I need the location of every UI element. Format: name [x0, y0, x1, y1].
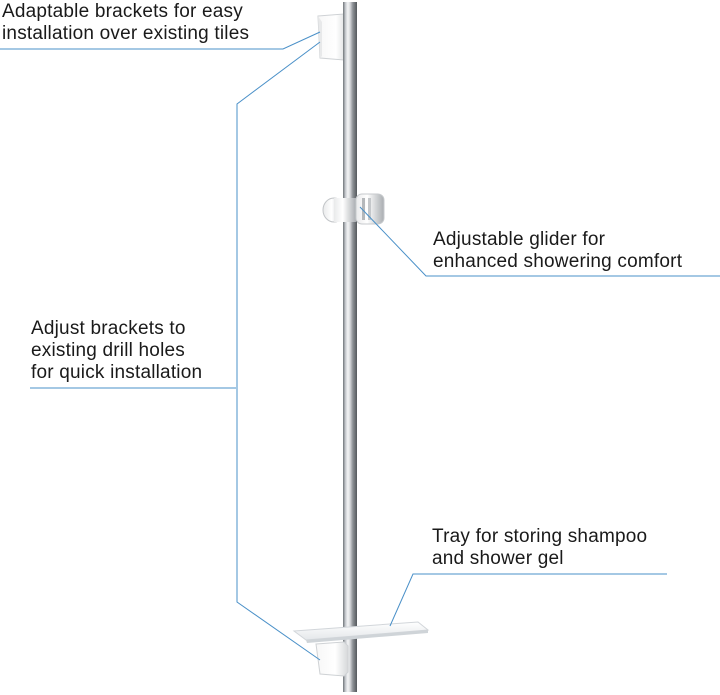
callout-adjustable-glider: Adjustable glider for enhanced showering…: [433, 229, 682, 273]
leader-line-tray: [389, 573, 667, 627]
callout-line: for quick installation: [31, 362, 203, 383]
bottom-bracket: [315, 641, 349, 677]
leader-line-brackets-tiles: [0, 31, 321, 50]
leader-line-glider: [359, 206, 720, 277]
leader-line-drill-holes-bracket: [236, 41, 321, 661]
callout-line: existing drill holes: [31, 340, 185, 361]
callout-line: Tray for storing shampoo: [432, 526, 648, 547]
callout-line: installation over existing tiles: [2, 23, 250, 44]
callout-line: Adjustable glider for: [433, 229, 606, 250]
callout-line: Adjust brackets to: [31, 318, 186, 339]
adjustable-glider[interactable]: [322, 193, 385, 225]
callout-drill-holes: Adjust brackets to existing drill holes …: [31, 318, 202, 384]
callout-adaptable-brackets: Adaptable brackets for easy installation…: [2, 1, 249, 45]
callout-line: and shower gel: [432, 548, 564, 569]
shower-tray: [292, 621, 430, 643]
shower-rail: [343, 2, 357, 692]
callout-tray: Tray for storing shampoo and shower gel: [432, 526, 647, 570]
callout-line: Adaptable brackets for easy: [2, 1, 243, 22]
callout-line: enhanced showering comfort: [433, 251, 683, 272]
